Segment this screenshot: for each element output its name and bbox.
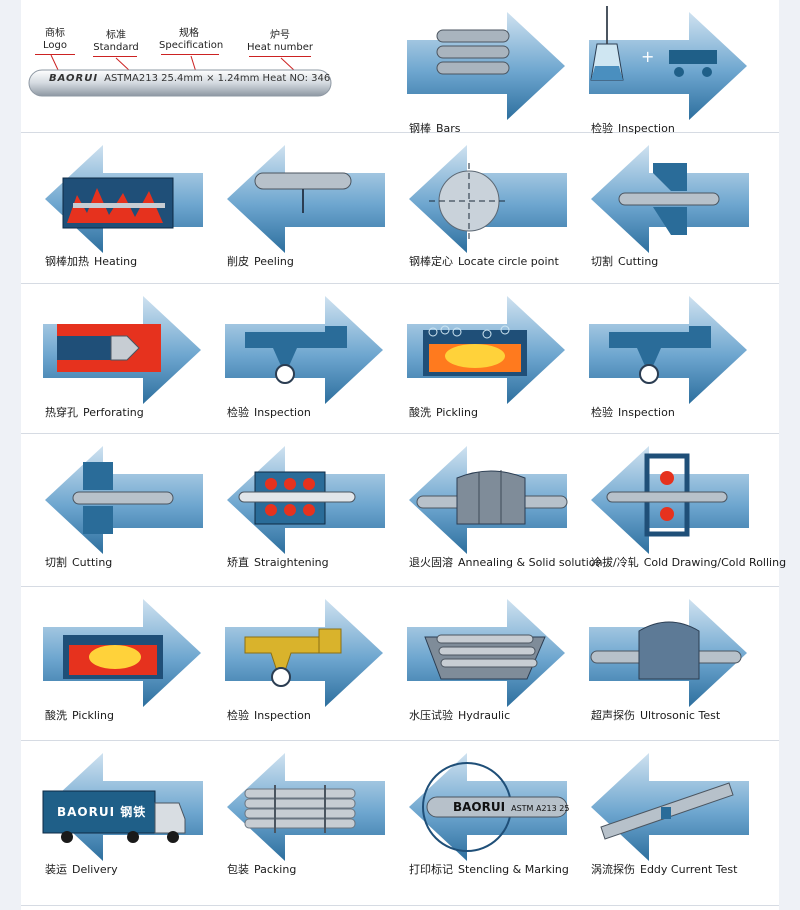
acid-bath-icon xyxy=(397,284,579,434)
inspection-flask-icon: + xyxy=(579,6,761,150)
inspection-gauge-icon xyxy=(579,284,761,434)
peeling-icon xyxy=(215,133,397,283)
cold-drawing-icon xyxy=(579,434,761,584)
hydraulic-test-icon xyxy=(397,587,579,737)
piercing-icon xyxy=(33,284,215,434)
tube-bundle-icon xyxy=(215,741,397,891)
furnace-fire-icon xyxy=(33,133,215,283)
stencil-marking-icon xyxy=(397,741,568,891)
acid-bath-icon xyxy=(33,587,215,737)
bars-icon xyxy=(397,0,579,150)
truck-brand: BAORUI 钢铁 xyxy=(57,805,147,819)
inspection-gauge-icon xyxy=(215,587,397,737)
straightening-rollers-icon xyxy=(215,434,397,584)
centering-icon xyxy=(397,133,579,283)
cutting-blade-icon xyxy=(579,133,761,283)
cutting-blade-icon xyxy=(33,434,215,584)
delivery-truck-icon xyxy=(42,741,215,891)
eddy-current-icon xyxy=(579,741,761,891)
ultrasonic-test-icon xyxy=(579,587,761,737)
marked-rod-graphic xyxy=(28,54,332,97)
svg-text:+: + xyxy=(641,47,654,66)
inspection-gauge-icon xyxy=(215,284,397,434)
annealing-furnace-icon xyxy=(397,434,568,584)
